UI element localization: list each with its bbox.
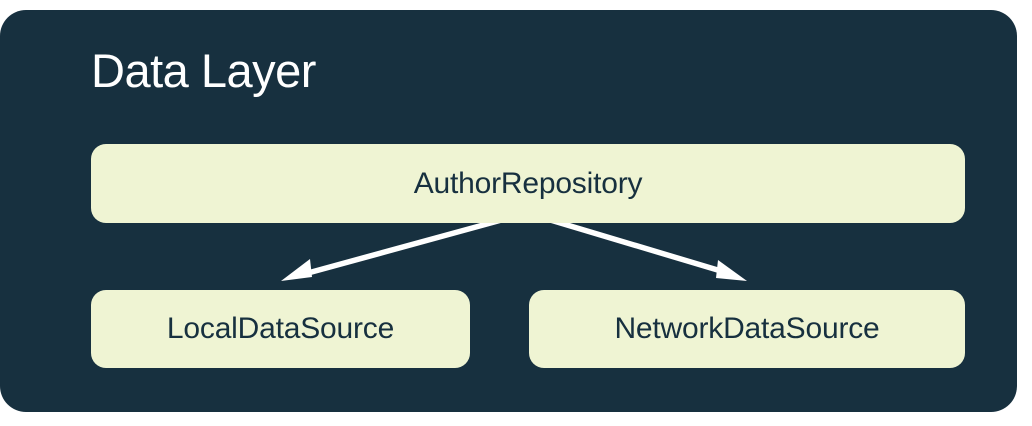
data-layer-card: Data Layer AuthorRepository LocalDataSou… — [0, 10, 1017, 412]
node-author-repository[interactable]: AuthorRepository — [91, 144, 965, 223]
node-network-data-source[interactable]: NetworkDataSource — [529, 290, 965, 368]
node-local-data-source[interactable]: LocalDataSource — [91, 290, 470, 368]
connector-author-repository-to-network-data-source — [526, 210, 747, 281]
node-author-repository-label: AuthorRepository — [413, 166, 643, 200]
node-network-data-source-label: NetworkDataSource — [614, 312, 880, 345]
connector-author-repository-to-local-data-source — [281, 210, 528, 281]
node-local-data-source-label: LocalDataSource — [166, 312, 395, 345]
page-title: Data Layer — [91, 44, 316, 97]
